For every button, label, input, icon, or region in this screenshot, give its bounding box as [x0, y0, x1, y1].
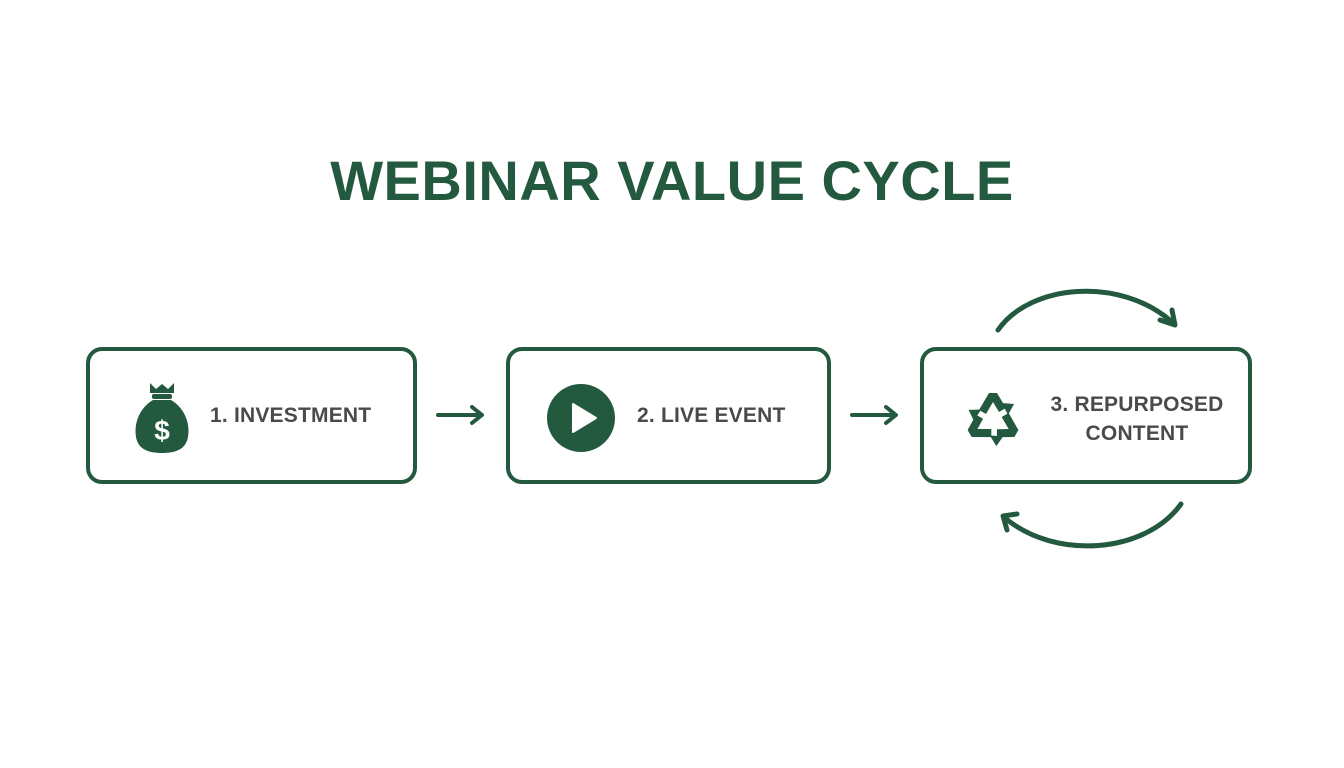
step-repurposed-content-box: 3. REPURPOSED CONTENT [920, 347, 1252, 484]
arrow-right-icon [850, 405, 898, 425]
play-icon [547, 384, 615, 452]
step-live-event-label: 2. LIVE EVENT [637, 404, 786, 427]
diagram-title: WEBINAR VALUE CYCLE [330, 149, 1014, 212]
cycle-arrow-bottom-icon [1000, 501, 1184, 549]
step-repurposed-line1: 3. REPURPOSED [1050, 393, 1224, 416]
recycle-icon [967, 393, 1019, 447]
money-bag-icon: $ [135, 383, 189, 453]
step-live-event-box: 2. LIVE EVENT [506, 347, 831, 484]
step-repurposed-content-label: 3. REPURPOSED CONTENT [1042, 390, 1232, 448]
svg-text:$: $ [154, 415, 170, 446]
step-investment-box: $ 1. INVESTMENT [86, 347, 417, 484]
step-investment-label: 1. INVESTMENT [210, 404, 372, 427]
cycle-arrow-top-icon [995, 288, 1178, 333]
step-repurposed-line2: CONTENT [1085, 422, 1189, 445]
arrow-right-icon [436, 405, 484, 425]
